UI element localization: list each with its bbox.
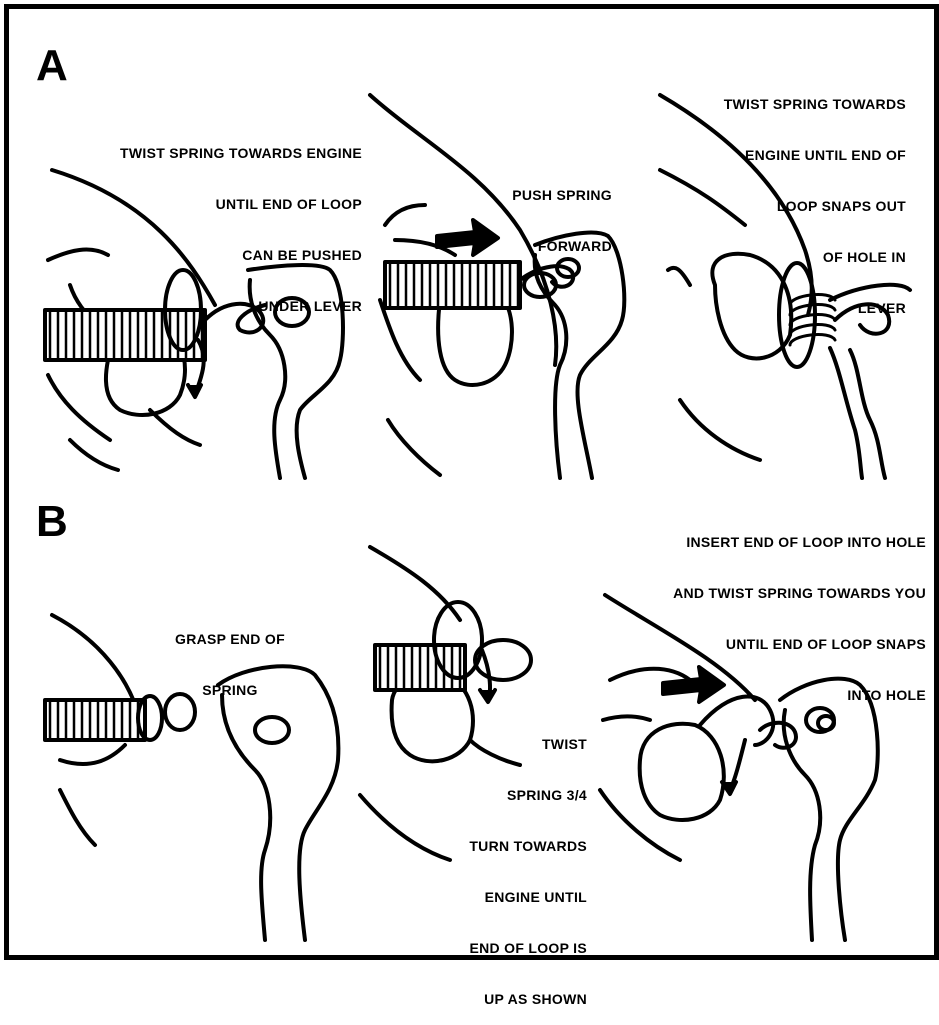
b-step2-caption: TWIST SPRING 3/4 TURN TOWARDS ENGINE UNT…: [400, 702, 587, 1025]
b2-spring-coil: [375, 602, 531, 702]
b-step3-caption: INSERT END OF LOOP INTO HOLE AND TWIST S…: [590, 500, 926, 721]
a-step2-caption: PUSH SPRING FORWARD: [470, 153, 612, 272]
panel-b-label: B: [36, 500, 68, 544]
b-step1-caption: GRASP END OF SPRING: [140, 597, 320, 716]
panel-a-label: A: [36, 44, 68, 88]
a-step3-caption: TWIST SPRING TOWARDS ENGINE UNTIL END OF…: [660, 62, 906, 334]
a-step1-caption: TWIST SPRING TOWARDS ENGINE UNTIL END OF…: [40, 111, 362, 332]
